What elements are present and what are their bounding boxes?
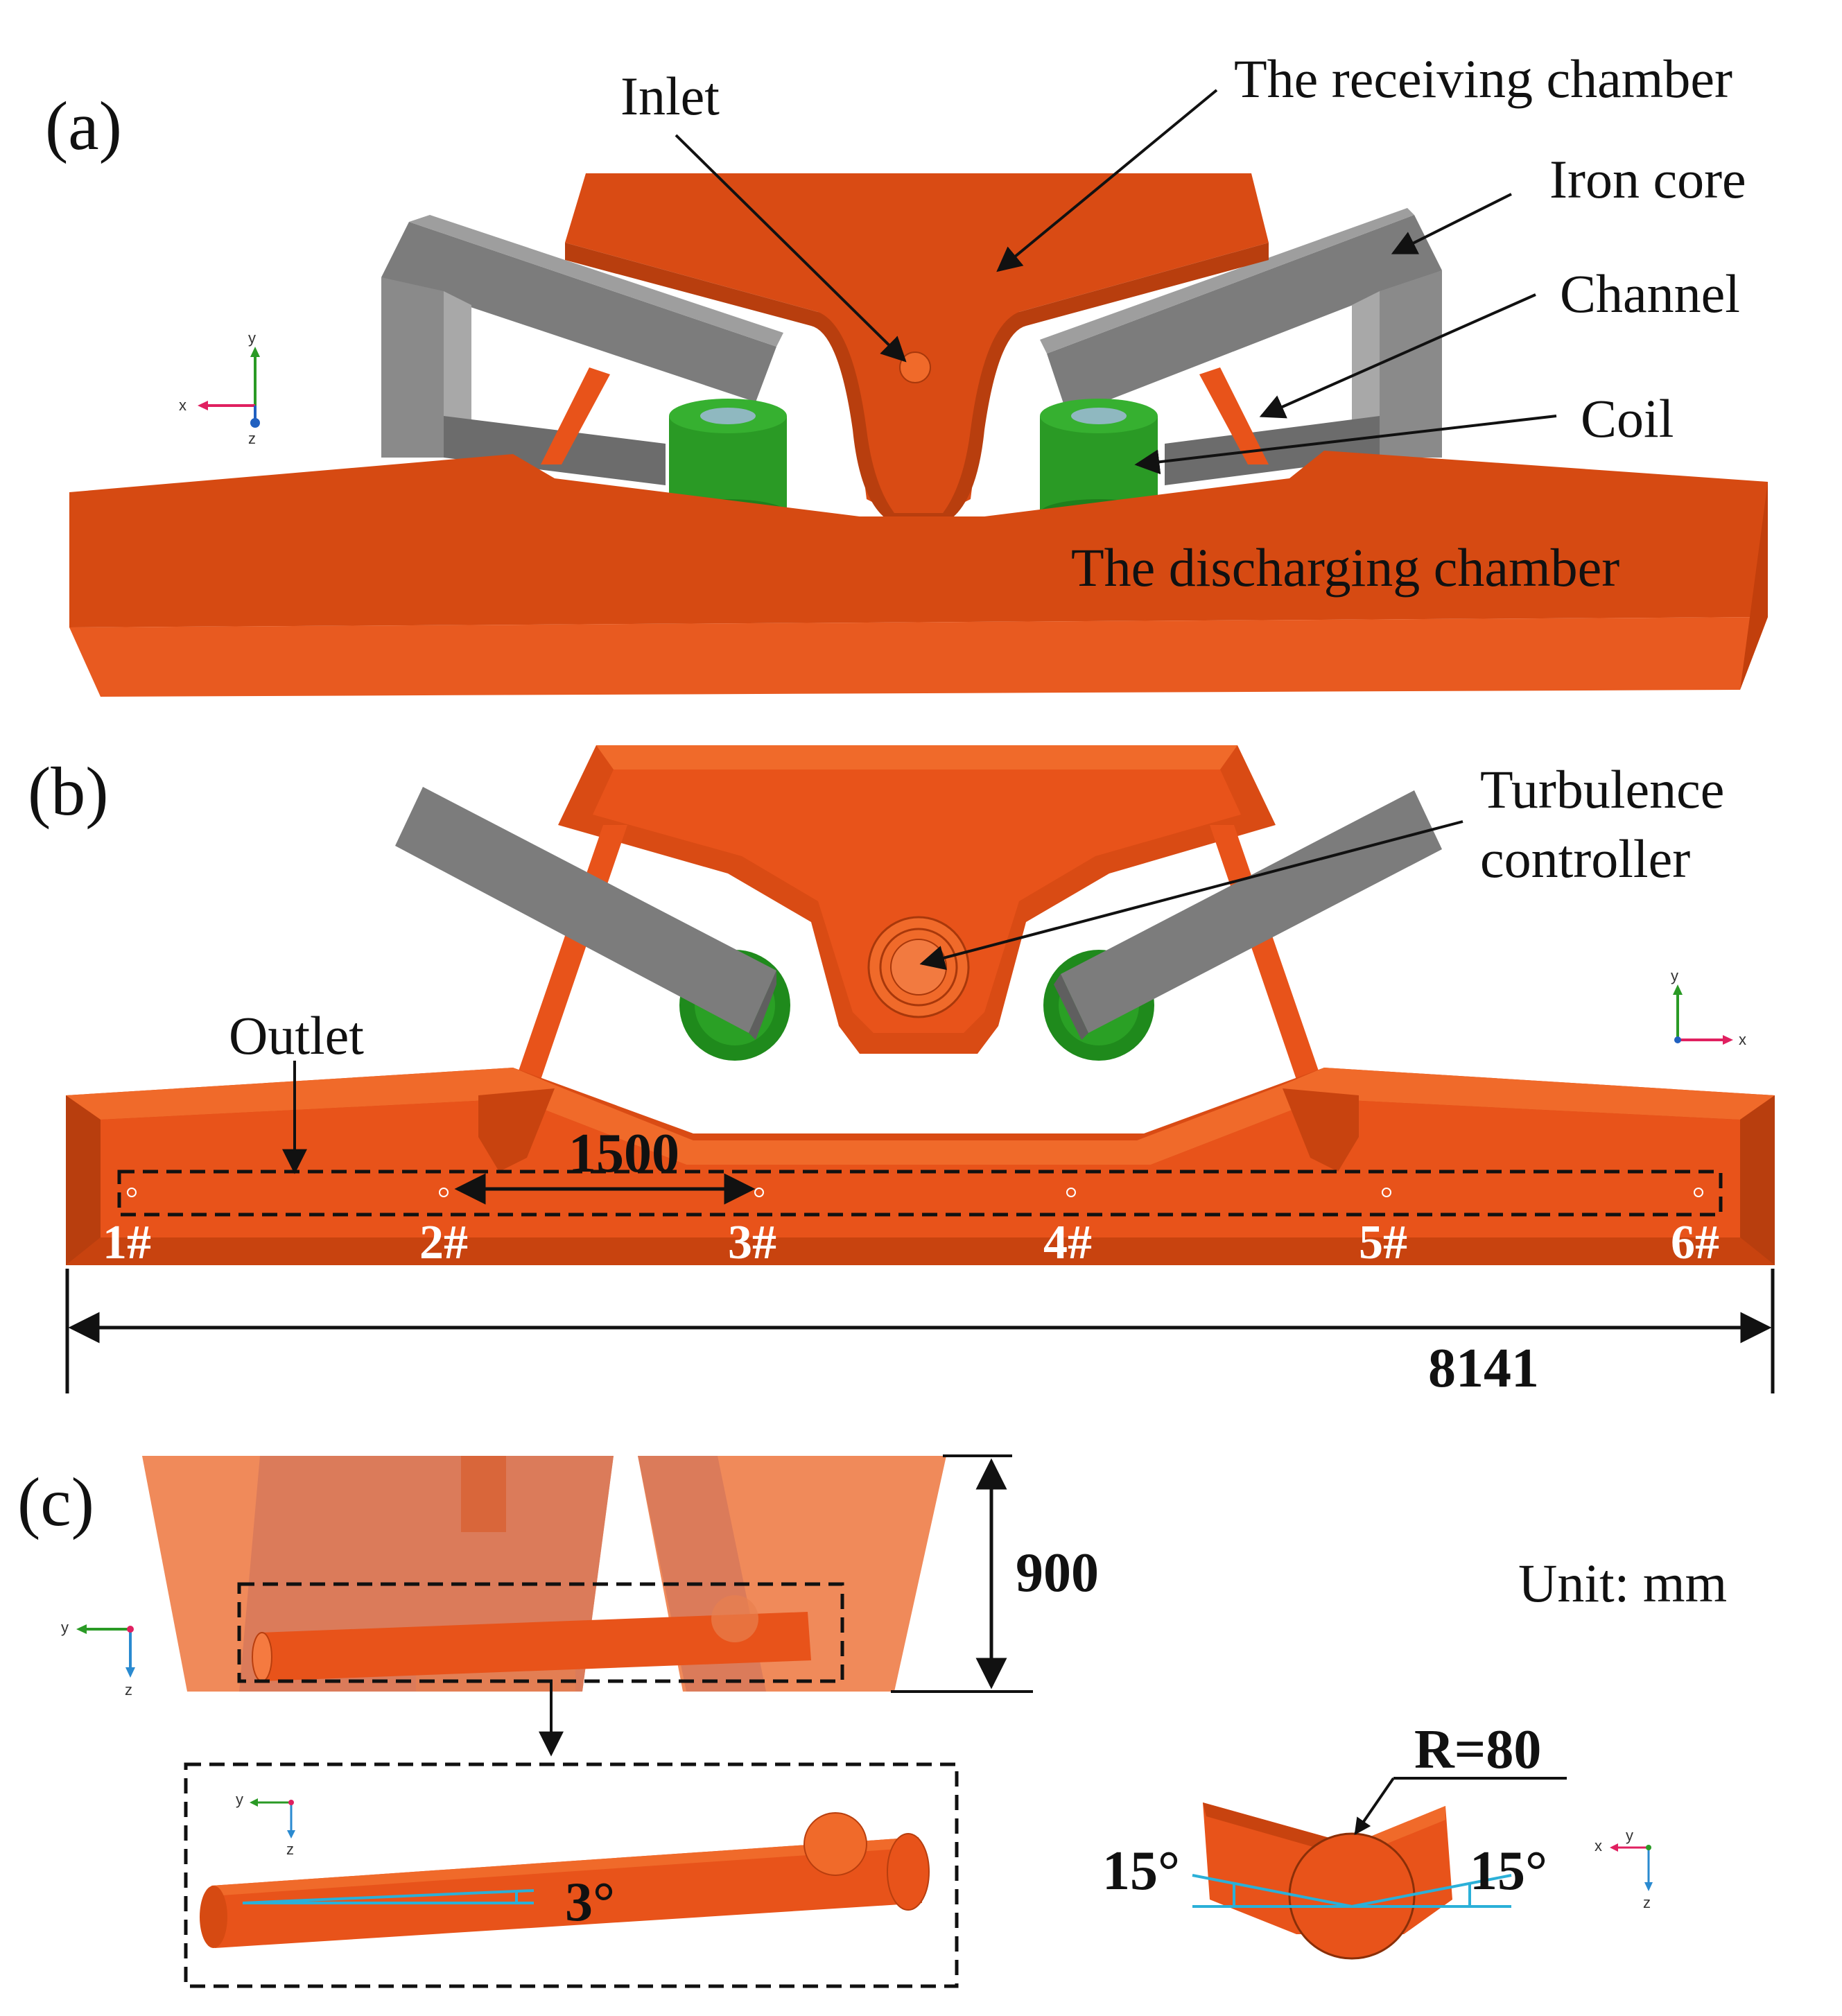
axis-a-x: x <box>179 397 186 414</box>
discharging-chamber <box>69 451 1768 697</box>
axis-c2-z: z <box>286 1841 294 1858</box>
axis-c3-z: z <box>1643 1894 1651 1911</box>
cross-section <box>1192 1802 1512 1960</box>
panel-a-tag: (a) <box>45 87 122 164</box>
outlet-label-5: 5# <box>1359 1216 1407 1269</box>
outlet-label-3: 3# <box>728 1216 776 1269</box>
zoomed-pipe <box>200 1812 930 1948</box>
panel-a: (a) <box>45 49 1768 697</box>
angle-15-left: 15° <box>1102 1841 1180 1902</box>
label-outlet: Outlet <box>229 1005 364 1066</box>
label-receiving-chamber: The receiving chamber <box>1234 49 1732 109</box>
leader-coil <box>1134 415 1557 475</box>
channel-right <box>1199 367 1269 464</box>
outlet-label-6: 6# <box>1671 1216 1719 1269</box>
axis-c3-y: y <box>1626 1827 1633 1844</box>
outlet-label-4: 4# <box>1043 1216 1092 1269</box>
axis-c1-z: z <box>125 1681 132 1698</box>
panel-c: (c) 900 Unit: mm <box>17 1454 1727 1988</box>
panel-b: (b) <box>28 745 1775 1399</box>
label-radius: R=80 <box>1414 1719 1541 1780</box>
zoom-dashed-box <box>184 1762 959 1988</box>
pipe-dashed-box <box>237 1582 844 1683</box>
label-discharging-chamber: The discharging chamber <box>1071 537 1619 598</box>
side-view-chamber <box>142 1456 946 1692</box>
axis-c3-x: x <box>1595 1837 1602 1854</box>
outlet-label-1: 1# <box>103 1216 151 1269</box>
axis-a-z: z <box>248 430 256 447</box>
axis-triad-c3: x y z <box>1595 1827 1653 1911</box>
leader-receiving <box>996 89 1218 272</box>
iron-core-left-b <box>395 787 776 1033</box>
iron-core-right <box>1040 208 1442 485</box>
label-iron-core: Iron core <box>1549 149 1746 209</box>
axis-c1-y: y <box>61 1619 69 1636</box>
axis-triad-c2: y z <box>236 1791 295 1858</box>
dim-900: 900 <box>1016 1543 1099 1604</box>
axis-triad-a: y x z <box>179 329 260 447</box>
channel-left <box>541 367 610 464</box>
label-turbulence-1: Turbulence <box>1480 759 1724 819</box>
axis-a-y: y <box>248 329 256 347</box>
label-unit: Unit: mm <box>1518 1553 1727 1613</box>
axis-c2-y: y <box>236 1791 243 1808</box>
leader-inlet <box>675 134 907 363</box>
dim-1500: 1500 <box>568 1123 679 1184</box>
label-turbulence-2: controller <box>1480 828 1690 889</box>
outlet-label-2: 2# <box>419 1216 468 1269</box>
label-inlet: Inlet <box>620 66 720 126</box>
receiving-chamber-top <box>558 745 1276 1054</box>
dim-8141: 8141 <box>1428 1338 1539 1399</box>
angle-15-right: 15° <box>1470 1841 1547 1902</box>
leader-channel <box>1259 293 1536 419</box>
axis-triad-b: y x <box>1671 967 1746 1048</box>
panel-b-tag: (b) <box>28 753 109 830</box>
label-channel: Channel <box>1560 263 1740 324</box>
leader-turbulence <box>919 820 1463 971</box>
label-coil: Coil <box>1581 388 1674 449</box>
angle-3: 3° <box>565 1872 615 1933</box>
axis-triad-c1: y z <box>61 1619 135 1698</box>
panel-c-tag: (c) <box>17 1463 94 1540</box>
outlet-dashed-box <box>117 1170 1723 1217</box>
axis-b-y: y <box>1671 967 1678 984</box>
axis-b-x: x <box>1739 1031 1746 1048</box>
discharging-chamber-top <box>66 1068 1775 1265</box>
leader-iron-core <box>1391 193 1512 254</box>
receiving-chamber <box>565 173 1269 520</box>
leader-radius <box>1354 1777 1395 1835</box>
